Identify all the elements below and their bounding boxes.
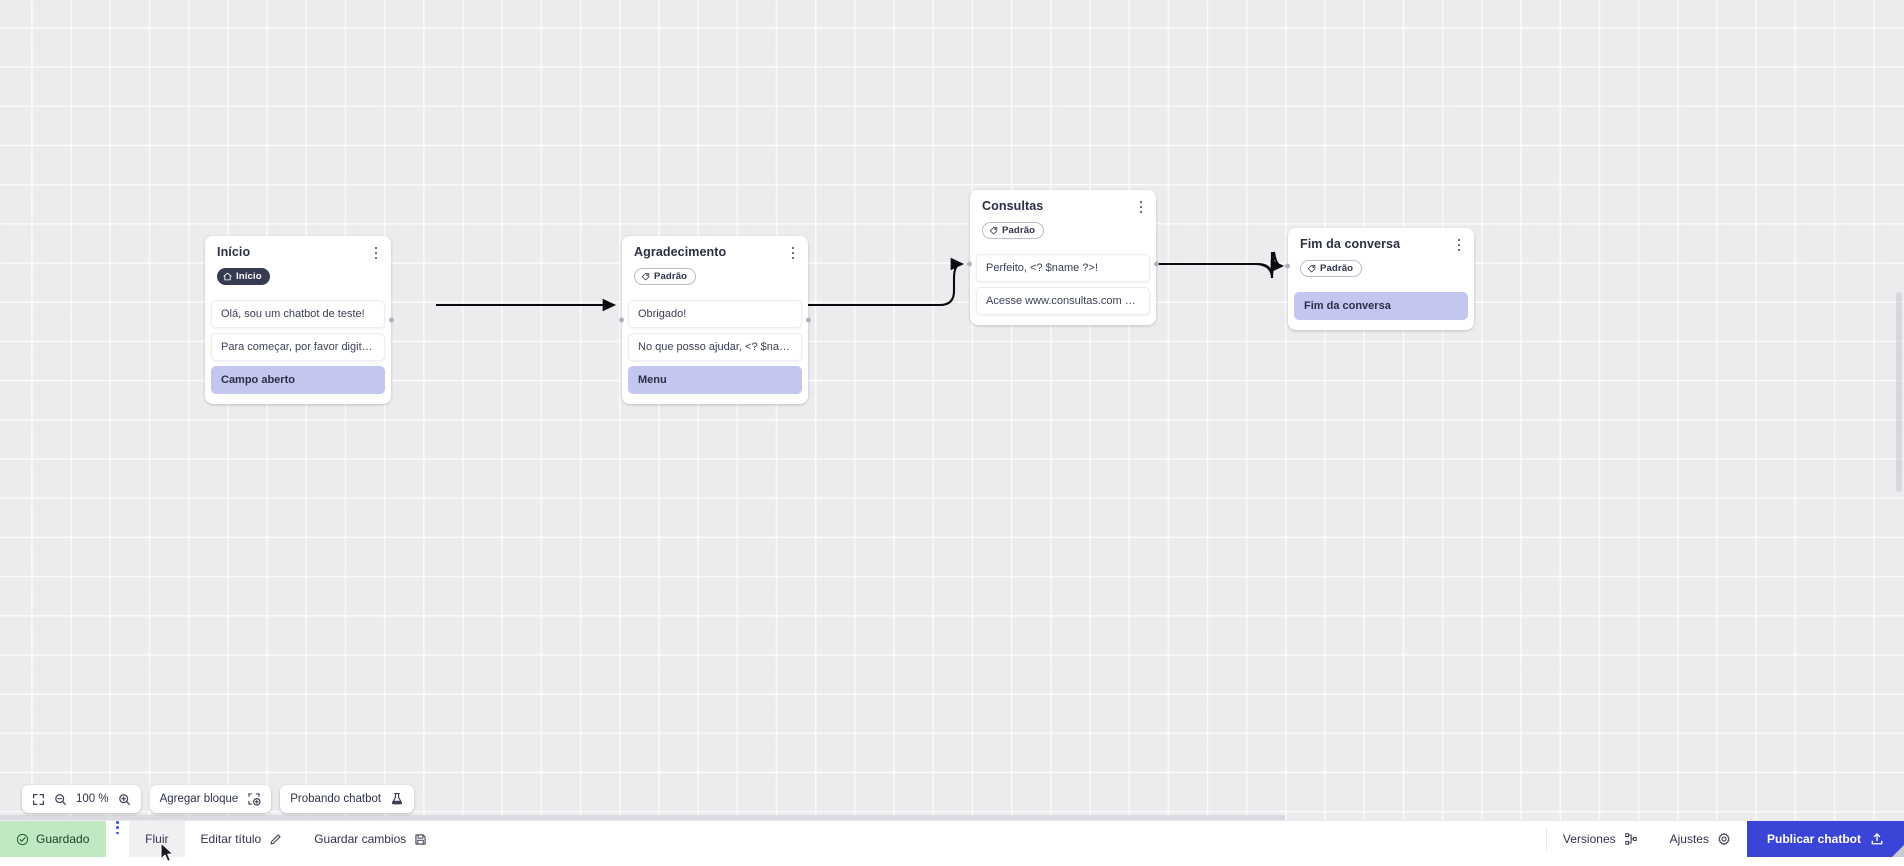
fit-screen-icon[interactable]	[32, 793, 45, 806]
publish-chatbot-label: Publicar chatbot	[1767, 832, 1861, 846]
saved-label: Guardado	[36, 832, 89, 846]
zoom-level-label: 100 %	[76, 793, 109, 805]
node-row-action[interactable]: Campo aberto	[211, 366, 385, 394]
flow-node-inicio[interactable]: Início Início Olá, sou um chatbot de tes…	[205, 236, 391, 404]
node-badge-row: Início	[217, 268, 380, 286]
flow-edges-layer	[0, 0, 1904, 820]
node-row-action[interactable]: Menu	[628, 366, 802, 394]
node-port-out[interactable]	[389, 318, 394, 323]
node-badge-label: Padrão	[654, 271, 687, 282]
node-badge-label: Padrão	[1320, 263, 1353, 274]
check-circle-icon	[16, 833, 29, 846]
saved-status-badge: Guardado	[0, 821, 106, 857]
flow-canvas[interactable]: Início Início Olá, sou um chatbot de tes…	[0, 0, 1904, 820]
node-rows: Olá, sou um chatbot de teste! Para começ…	[205, 300, 391, 404]
tag-icon	[989, 226, 998, 235]
versions-button[interactable]: Versiones	[1547, 821, 1654, 857]
zoom-out-icon[interactable]	[54, 793, 67, 806]
flow-node-consultas[interactable]: Consultas Padrão Perfeito, <? $name ?>! …	[970, 190, 1156, 325]
node-title: Agradecimento	[634, 245, 797, 260]
tab-fluir-label: Fluir	[145, 832, 168, 846]
canvas-toolbar: 100 % Agregar bloque Probando chatbot	[22, 785, 414, 813]
node-header: Agradecimento Padrão	[622, 236, 808, 295]
branch-icon	[1624, 832, 1638, 846]
node-rows: Obrigado! No que posso ajudar, <? $name …	[622, 300, 808, 404]
add-block-icon	[247, 792, 261, 806]
versions-label: Versiones	[1563, 832, 1616, 846]
node-header: Consultas Padrão	[970, 190, 1156, 249]
node-badge-row: Padrão	[1300, 260, 1463, 278]
pencil-icon	[269, 833, 282, 846]
node-badge-padrao[interactable]: Padrão	[634, 268, 696, 285]
node-rows: Fim da conversa	[1288, 292, 1474, 330]
window-resize-grip[interactable]	[1888, 841, 1904, 857]
edit-title-label: Editar título	[201, 832, 262, 846]
node-menu-icon[interactable]	[1134, 198, 1148, 216]
flow-node-agradecimento[interactable]: Agradecimento Padrão Obrigado! No que po…	[622, 236, 808, 404]
tag-icon	[641, 272, 650, 281]
node-badge-padrao[interactable]: Padrão	[982, 222, 1044, 239]
node-badge-label: Padrão	[1002, 225, 1035, 236]
tab-fluir[interactable]: Fluir	[129, 821, 184, 857]
node-rows: Perfeito, <? $name ?>! Acesse www.consul…	[970, 254, 1156, 325]
node-row-message[interactable]: No que posso ajudar, <? $name ...	[628, 333, 802, 361]
add-block-button[interactable]: Agregar bloque	[150, 785, 272, 813]
node-title: Consultas	[982, 199, 1145, 214]
settings-label: Ajustes	[1670, 832, 1709, 846]
upload-icon	[1870, 832, 1884, 846]
publish-chatbot-button[interactable]: Publicar chatbot	[1747, 821, 1904, 857]
node-title: Fim da conversa	[1300, 237, 1463, 252]
save-changes-label: Guardar cambios	[314, 832, 406, 846]
edge-agradecimento-consultas	[803, 264, 962, 305]
node-port-out[interactable]	[1154, 262, 1159, 267]
bottom-status-bar: Guardado Fluir Editar título Guardar cam…	[0, 820, 1904, 857]
node-badge-row: Padrão	[634, 268, 797, 286]
canvas-vertical-scrollbar[interactable]	[1896, 292, 1902, 492]
test-chatbot-button[interactable]: Probando chatbot	[280, 785, 414, 813]
save-changes-button[interactable]: Guardar cambios	[298, 821, 443, 857]
home-icon	[223, 272, 232, 281]
edge-consultas-fim	[1158, 252, 1281, 278]
settings-button[interactable]: Ajustes	[1654, 821, 1747, 857]
node-port-in[interactable]	[619, 318, 624, 323]
node-menu-icon[interactable]	[369, 244, 383, 262]
save-disk-icon	[414, 833, 427, 846]
node-badge-label: Início	[236, 271, 262, 282]
flow-node-fim-da-conversa[interactable]: Fim da conversa Padrão Fim da conversa	[1288, 228, 1474, 330]
edit-title-button[interactable]: Editar título	[185, 821, 299, 857]
flow-menu-icon[interactable]	[106, 821, 129, 857]
node-badge-inicio[interactable]: Início	[217, 268, 270, 285]
test-chatbot-label: Probando chatbot	[290, 793, 381, 805]
statusbar-spacer	[443, 821, 1546, 857]
zoom-in-icon[interactable]	[118, 793, 131, 806]
node-row-message[interactable]: Obrigado!	[628, 300, 802, 328]
tag-icon	[1307, 264, 1316, 273]
node-menu-icon[interactable]	[1452, 236, 1466, 254]
node-header: Fim da conversa Padrão	[1288, 228, 1474, 287]
gear-icon	[1717, 832, 1731, 846]
node-row-message[interactable]: Olá, sou um chatbot de teste!	[211, 300, 385, 328]
node-port-out[interactable]	[806, 318, 811, 323]
zoom-controls: 100 %	[22, 785, 141, 813]
node-port-in[interactable]	[967, 262, 972, 267]
node-row-message[interactable]: Para começar, por favor digite o ...	[211, 333, 385, 361]
node-row-message[interactable]: Acesse www.consultas.com par...	[976, 287, 1150, 315]
node-badge-padrao[interactable]: Padrão	[1300, 260, 1362, 277]
node-port-in[interactable]	[1285, 264, 1290, 269]
node-badge-row: Padrão	[982, 222, 1145, 240]
flask-icon	[390, 792, 404, 806]
add-block-label: Agregar bloque	[160, 793, 239, 805]
node-menu-icon[interactable]	[786, 244, 800, 262]
node-row-message[interactable]: Perfeito, <? $name ?>!	[976, 254, 1150, 282]
node-row-action[interactable]: Fim da conversa	[1294, 292, 1468, 320]
node-header: Início Início	[205, 236, 391, 295]
edge-consultas-fim-tail	[1158, 252, 1282, 276]
node-title: Início	[217, 245, 380, 260]
